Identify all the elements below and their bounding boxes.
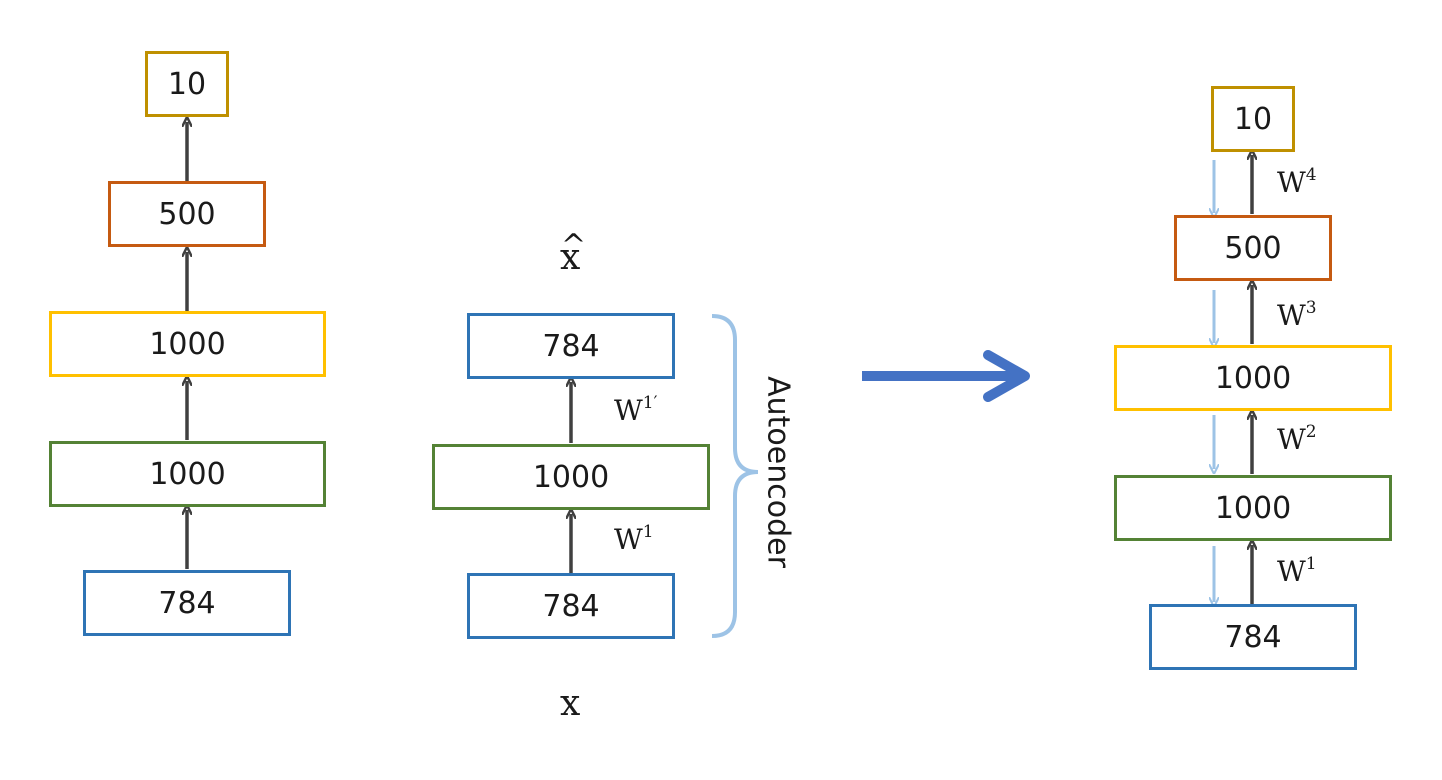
right-weight-w3: W3 [1277, 298, 1317, 332]
ae-output-hat: ^ [561, 228, 587, 263]
ae-weight-w1-base: W [614, 523, 643, 556]
right-weight-w1-base: W [1277, 555, 1306, 588]
right-weight-w1: W1 [1277, 554, 1317, 588]
right-weight-w4-base: W [1277, 166, 1306, 199]
ae-input-var: x [560, 683, 581, 724]
right-weight-w2-base: W [1277, 423, 1306, 456]
right-weight-w3-sup: 3 [1305, 298, 1317, 318]
right-box-10: 10 [1211, 86, 1295, 152]
right-weight-w2-sup: 2 [1305, 422, 1317, 442]
ae-weight-w1: W1 [614, 522, 654, 556]
right-box-500: 500 [1174, 215, 1332, 281]
ae-box-1000-hidden: 1000 [432, 444, 710, 510]
ae-weight-w1-prime-sup: 1′ [642, 393, 658, 413]
left-box-784: 784 [83, 570, 291, 636]
left-box-500: 500 [108, 181, 266, 247]
left-box-1000-yellow: 1000 [49, 311, 326, 377]
ae-output-var: x [560, 237, 581, 278]
ae-weight-w1-prime: W1′ [614, 393, 657, 427]
transition-arrow-head [983, 350, 1030, 402]
right-weight-w4-sup: 4 [1305, 165, 1317, 185]
right-box-784: 784 [1149, 604, 1357, 670]
autoencoder-brace [711, 314, 759, 638]
right-weight-w2: W2 [1277, 422, 1317, 456]
left-box-1000-green: 1000 [49, 441, 326, 507]
ae-weight-w1-prime-base: W [614, 394, 643, 427]
autoencoder-label: Autoencoder [760, 376, 796, 568]
right-weight-w4: W4 [1277, 165, 1317, 199]
right-weight-w3-base: W [1277, 299, 1306, 332]
ae-box-784-input: 784 [467, 573, 675, 639]
right-box-1000-yellow: 1000 [1114, 345, 1392, 411]
right-weight-w1-sup: 1 [1305, 554, 1317, 574]
ae-box-784-output: 784 [467, 313, 675, 379]
ae-weight-w1-sup: 1 [642, 522, 654, 542]
left-box-10: 10 [145, 51, 229, 117]
right-box-1000-green: 1000 [1114, 475, 1392, 541]
